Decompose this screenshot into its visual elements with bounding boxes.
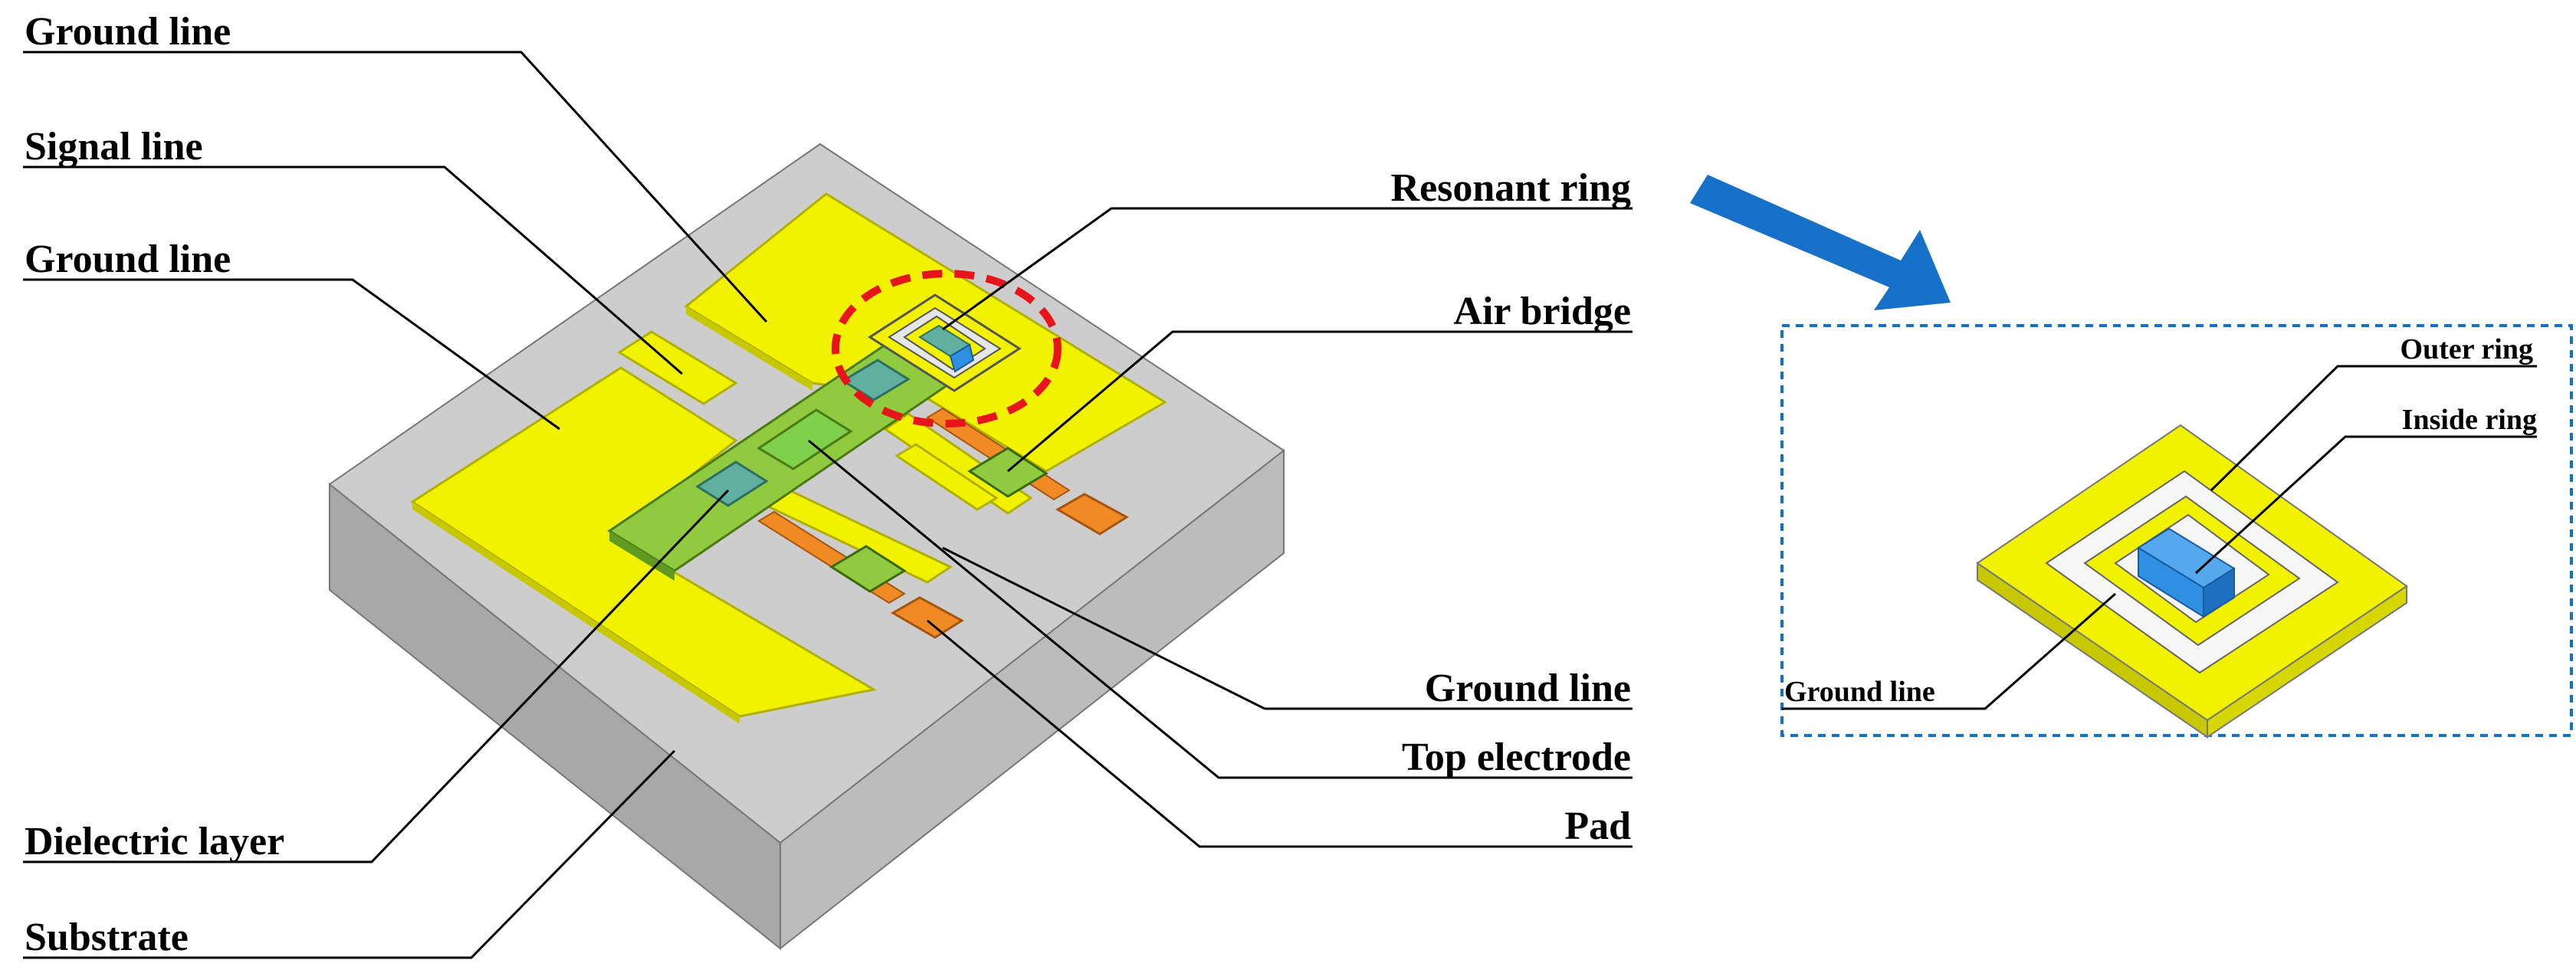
- leader-outer-ring: [2210, 365, 2537, 492]
- label-top-electrode: Top electrode: [1402, 735, 1631, 779]
- leader-ground-line-top: [23, 51, 768, 323]
- label-inset-ground-line: Ground line: [1784, 676, 1935, 708]
- ground-strip-3: [894, 443, 999, 511]
- label-ground-line-mid: Ground line: [25, 238, 231, 281]
- leader-signal-line: [23, 165, 683, 375]
- electrode-block-1: [695, 460, 769, 507]
- zoom-arrow: [1690, 175, 1951, 310]
- leader-top-electrode: [808, 439, 1633, 779]
- inset-leader-lines: [1782, 365, 2537, 710]
- label-pad: Pad: [1564, 804, 1631, 848]
- label-signal-line: Signal line: [25, 125, 203, 169]
- inset-resonant-ring: [1976, 424, 2408, 739]
- pad-1: [890, 596, 964, 639]
- leader-ground-line-mid: [23, 278, 560, 431]
- label-air-bridge: Air bridge: [1453, 290, 1631, 333]
- leader-ground-line-right: [942, 546, 1633, 710]
- label-dielectric-layer: Dielectric layer: [25, 820, 284, 863]
- air-bridge-2: [967, 447, 1048, 498]
- highlight-circle: [832, 270, 1062, 428]
- label-outer-ring: Outer ring: [2400, 333, 2533, 365]
- label-resonant-ring: Resonant ring: [1391, 166, 1631, 210]
- leader-lines: [23, 51, 1633, 959]
- air-bridge-1: [829, 545, 907, 593]
- electrode-block-2: [841, 359, 911, 401]
- inset-frame: [1780, 324, 2573, 737]
- label-ground-line-top: Ground line: [25, 10, 231, 54]
- label-substrate: Substrate: [25, 916, 189, 959]
- leader-pad: [927, 619, 1633, 848]
- leader-inset-ground-line: [1782, 592, 2116, 710]
- air-bridges-and-pads: [757, 407, 1129, 639]
- resonant-ring-small: [868, 293, 1022, 392]
- label-ground-line-right: Ground line: [1425, 667, 1631, 710]
- leader-air-bridge: [1007, 330, 1633, 473]
- pad-2: [1055, 493, 1129, 536]
- leader-inside-ring: [2194, 435, 2537, 575]
- top-electrode-shape: [756, 408, 853, 470]
- label-inside-ring: Inside ring: [2402, 404, 2537, 436]
- leader-resonant-ring: [942, 207, 1633, 331]
- leader-substrate: [23, 749, 676, 959]
- leader-dielectric-layer: [23, 489, 730, 863]
